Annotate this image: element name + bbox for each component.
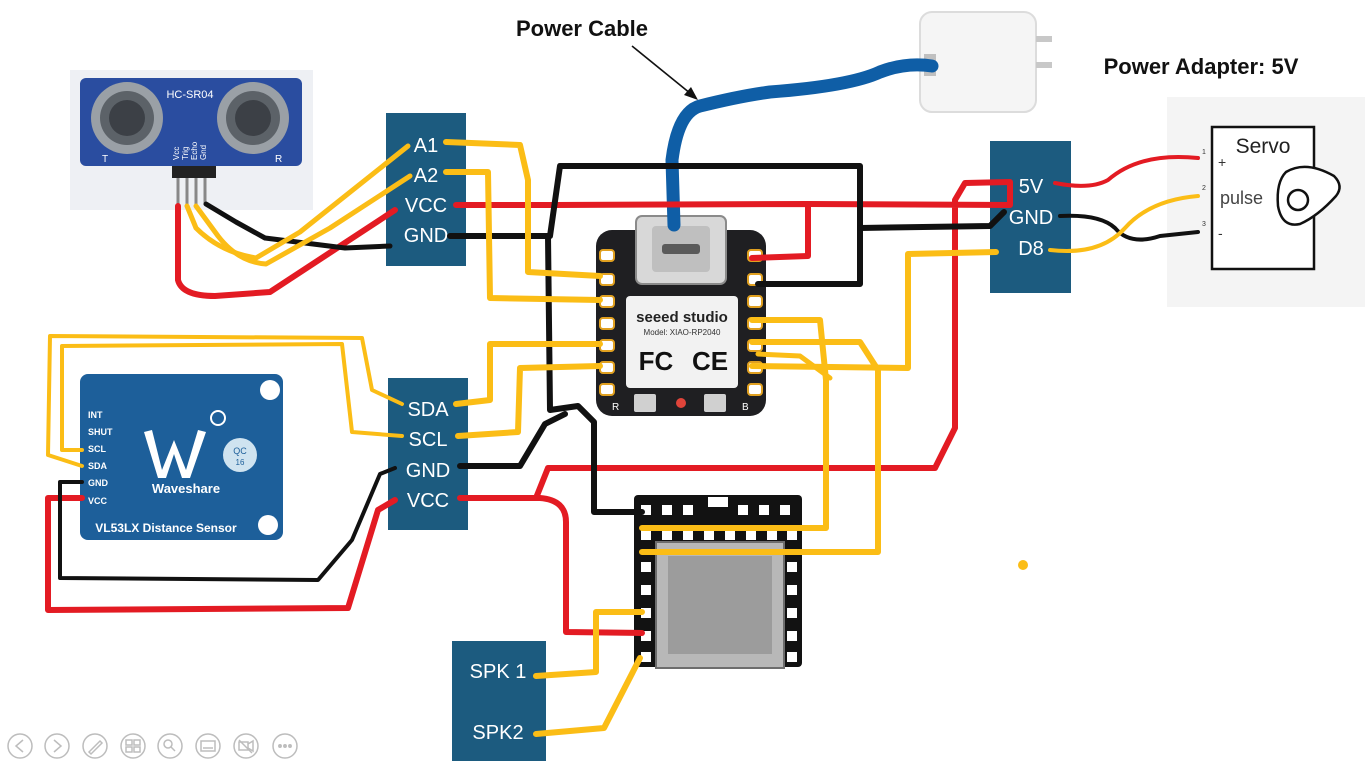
stray-dot: [1018, 560, 1028, 570]
ultrasonic-t-mark: T: [102, 154, 108, 165]
sonar-header-a1: A1: [414, 135, 438, 157]
wire-sonar-gnd: [203, 201, 393, 251]
speaker-header-spk1: SPK 1: [470, 661, 527, 683]
servo-minus-label: -: [1218, 225, 1223, 241]
wire-a1-to-xiao: [443, 139, 603, 279]
wire-i2c-gnd-to-sensor: [58, 466, 397, 582]
tof-pin-int: INT: [88, 410, 103, 420]
xiao-btn-b-label: B: [742, 402, 749, 413]
i2c-header-gnd: GND: [406, 460, 450, 482]
i2c-header-scl: SCL: [409, 429, 448, 451]
ultrasonic-pin-trig: Trig: [181, 147, 190, 160]
power-adapter: [919, 11, 1052, 113]
wire-xiao-to-mp3-rx: [639, 317, 829, 531]
ultrasonic-pin-echo: Echo: [190, 141, 199, 160]
sonar-header-vcc: VCC: [405, 195, 447, 217]
wire-sonar-trig: [184, 143, 411, 261]
tof-pin-sda: SDA: [88, 461, 108, 471]
slideshow-toolbar: [7, 733, 298, 759]
tof-pin-gnd: GND: [88, 478, 109, 488]
i2c-header-vcc: VCC: [407, 490, 449, 512]
next-icon[interactable]: [44, 733, 70, 759]
wire-xiao-gnd-bus: [447, 163, 863, 287]
servo-motor: Servo pulse + - 1 2 3: [1167, 97, 1365, 307]
servo-horn-icon: [1276, 165, 1341, 226]
i2c-header-sda: SDA: [407, 399, 449, 421]
wire-vcc-to-mp3: [457, 495, 645, 636]
tof-brand: Waveshare: [152, 481, 220, 496]
wire-gnd-vertical: [545, 233, 645, 515]
power-adapter-label: Power Adapter: 5V: [1104, 54, 1299, 79]
wire-spk1: [533, 609, 645, 679]
wire-xiao-to-d8: [749, 249, 999, 371]
speaker-header-spk2: SPK2: [472, 722, 523, 744]
tof-pin-scl: SCL: [88, 444, 107, 454]
ultrasonic-r-mark: R: [275, 154, 282, 165]
sonar-header-gnd: GND: [404, 225, 448, 247]
wire-servo-pulse: [1048, 194, 1200, 254]
i2c-header-block: SDA SCL GND VCC: [388, 378, 468, 530]
wire-servo-plus: [1053, 154, 1200, 188]
xiao-ce-mark: CE: [692, 346, 728, 376]
xiao-model: Model: XIAO-RP2040: [644, 328, 721, 337]
wire-servo-minus: [1058, 213, 1200, 242]
power-cable-arrow: [631, 45, 698, 100]
sonar-header-block: A1 A2 VCC GND: [386, 113, 466, 266]
prev-icon[interactable]: [7, 733, 33, 759]
servo-header-gnd: GND: [1009, 207, 1053, 229]
camera-off-icon[interactable]: [233, 733, 259, 759]
power-cable-label: Power Cable: [516, 16, 648, 41]
mp3-module: [634, 495, 802, 669]
tof-pin-vcc: VCC: [88, 496, 108, 506]
xiao-board: seeed studio Model: XIAO-RP2040 FC CE R …: [596, 215, 766, 416]
wire-sda-to-xiao: [453, 341, 603, 407]
servo-pin-2: 2: [1202, 185, 1206, 192]
servo-header-block: 5V GND D8: [990, 141, 1071, 293]
wire-xiao-branch: [755, 351, 833, 381]
wire-sonar-echo: [193, 173, 413, 267]
slides-icon[interactable]: [120, 733, 146, 759]
waveshare-logo-icon: [144, 430, 206, 478]
wire-i2c-gnd: [457, 411, 568, 469]
servo-plus-label: +: [1218, 154, 1226, 170]
wire-5v-to-servo-header: [533, 179, 1013, 501]
sonar-header-a2: A2: [414, 165, 438, 187]
ultrasonic-pin-vcc: Vcc: [172, 147, 181, 160]
subtitles-icon[interactable]: [195, 733, 221, 759]
wire-spk2: [533, 655, 643, 737]
wire-servo-gnd-bus: [857, 209, 1007, 231]
tof-qc-mark: QC: [233, 446, 247, 456]
ultrasonic-pin-gnd: Gnd: [199, 145, 208, 160]
wire-sda-to-sensor: [46, 334, 404, 468]
wire-scl-to-sensor: [60, 342, 404, 452]
servo-header-d8: D8: [1018, 238, 1044, 260]
wire-i2c-vcc-to-sensor: [45, 495, 398, 613]
usb-power-cable: [665, 58, 939, 232]
more-icon[interactable]: [272, 733, 298, 759]
wire-sonar-vcc: [175, 203, 398, 299]
xiao-btn-r-label: R: [612, 402, 619, 413]
servo-title: Servo: [1236, 135, 1291, 158]
pen-icon[interactable]: [82, 733, 108, 759]
zoom-icon[interactable]: [157, 733, 183, 759]
servo-pin-1: 1: [1202, 149, 1206, 156]
xiao-brand: seeed studio: [636, 309, 728, 326]
tof-sensor: INT SHUT SCL SDA GND VCC QC 16 Waveshare…: [80, 374, 283, 540]
wire-a2-to-xiao: [443, 169, 603, 303]
ultrasonic-sensor: HC-SR04 T R Vcc Trig Echo Gnd: [70, 70, 313, 210]
tof-qc-number: 16: [236, 458, 245, 467]
ultrasonic-model: HC-SR04: [166, 89, 213, 101]
tof-name: VL53LX Distance Sensor: [95, 521, 237, 535]
servo-header-5v: 5V: [1019, 176, 1044, 198]
tof-pin-shut: SHUT: [88, 427, 113, 437]
wire-scl-to-xiao: [455, 363, 603, 439]
speaker-header-block: SPK 1 SPK2: [452, 641, 546, 761]
servo-pin-3: 3: [1202, 221, 1206, 228]
servo-pulse-label: pulse: [1220, 188, 1263, 208]
xiao-fc-mark: FC: [639, 346, 674, 376]
